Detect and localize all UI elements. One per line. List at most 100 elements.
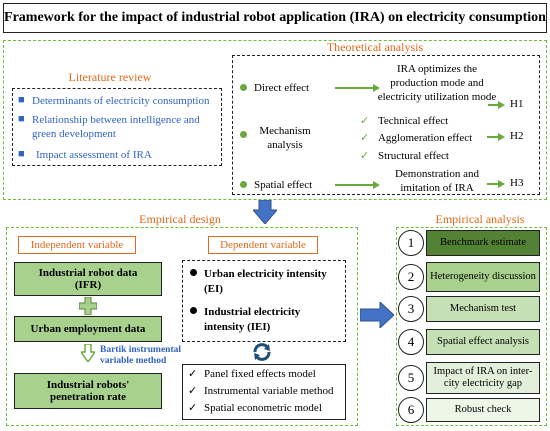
arrow-line	[335, 87, 375, 89]
dependent-variable-box	[182, 260, 346, 342]
hypothesis-h3: H3	[510, 177, 524, 189]
theoretical-label: Theoretical analysis	[326, 40, 424, 54]
arrow-line	[487, 183, 500, 185]
analysis-step: Spatial effect analysis	[426, 329, 540, 355]
theory-box	[232, 55, 540, 195]
direct-effect-result: IRA optimizes the production mode and el…	[376, 62, 498, 104]
model-item-text: Panel fixed effects model	[203, 368, 316, 380]
model-item-text: Instrumental variable method	[203, 385, 334, 397]
check-icon: ✓	[360, 150, 370, 162]
mechanism-label-line: Mechanism	[259, 125, 311, 137]
empirical-analysis-region	[396, 227, 547, 426]
arrow-head-icon	[498, 133, 505, 141]
model-item: ✓ Spatial econometric model	[188, 401, 322, 415]
check-icon: ✓	[360, 132, 370, 144]
item-line: (EI)	[204, 283, 223, 295]
result-line: production mode and	[390, 77, 484, 89]
bullet-dot-icon	[240, 84, 247, 91]
theory-region	[3, 40, 547, 200]
mechanism-label: Mechanism analysis	[250, 124, 320, 152]
dependent-variable-header: Dependent variable	[208, 236, 318, 254]
analysis-number: 3	[398, 296, 424, 322]
box-line: Industrial robots'	[46, 379, 130, 391]
bullet-dot-icon	[190, 269, 197, 276]
result-line: electricity utilization mode	[377, 91, 497, 103]
bullet-dot-icon	[190, 307, 197, 314]
empirical-design-region	[6, 227, 358, 426]
arrow-line	[488, 104, 500, 106]
direct-effect-label: Direct effect	[254, 82, 310, 94]
hypothesis-h2: H2	[510, 130, 524, 142]
mechanism-item-text: Agglomeration effect	[377, 132, 473, 144]
check-icon: ✓	[188, 402, 198, 414]
method-line: Bartik instrumental	[100, 345, 182, 355]
analysis-number: 2	[398, 264, 424, 290]
box-line: (IFR)	[74, 279, 102, 291]
bullet-icon: ■	[18, 94, 25, 106]
analysis-step: Impact of IRA on inter-city electricity …	[426, 362, 540, 394]
literature-label: Literature review	[68, 70, 152, 84]
model-item: ✓ Panel fixed effects model	[188, 367, 316, 381]
box-line: Industrial robot data	[38, 267, 138, 279]
box-line: penetration rate	[49, 391, 127, 403]
arrow-line	[335, 184, 375, 186]
method-line: variable method	[100, 356, 167, 366]
mechanism-item-text: Technical effect	[377, 115, 449, 127]
item-line: intensity (IEI)	[204, 321, 271, 333]
check-icon: ✓	[188, 385, 198, 397]
analysis-number: 1	[398, 230, 424, 256]
analysis-step: Heterogeneity discussion	[426, 262, 540, 292]
analysis-number: 5	[398, 365, 424, 391]
arrow-head-icon	[498, 180, 505, 188]
mechanism-item: ✓ Technical effect	[360, 114, 448, 128]
independent-variable-header: Independent variable	[18, 236, 136, 254]
arrow-head-icon	[498, 101, 505, 109]
mechanism-item: ✓ Agglomeration effect	[360, 131, 472, 145]
check-icon: ✓	[188, 368, 198, 380]
result-line: imitation of IRA	[400, 182, 474, 194]
robot-data-box: Industrial robot data (IFR)	[14, 262, 162, 296]
right-arrow-icon	[360, 302, 394, 328]
down-arrow-icon	[253, 200, 277, 224]
check-icon: ✓	[360, 115, 370, 127]
analysis-number: 4	[398, 329, 424, 355]
spatial-effect-label: Spatial effect	[254, 179, 313, 191]
dependent-item-text: Urban electricity intensity (EI)	[204, 267, 327, 297]
plus-icon	[79, 297, 97, 315]
down-arrow-icon	[81, 344, 95, 362]
item-line: Industrial electricity	[204, 306, 301, 318]
empirical-design-label: Empirical design	[139, 212, 221, 226]
models-box	[182, 364, 346, 420]
analysis-step: Mechanism test	[426, 296, 540, 322]
arrow-line	[487, 136, 500, 138]
bullet-icon: ■	[18, 113, 25, 125]
hypothesis-h1: H1	[510, 98, 524, 110]
model-item: ✓ Instrumental variable method	[188, 384, 333, 398]
item-line: Urban electricity intensity	[204, 268, 327, 280]
penetration-rate-box: Industrial robots' penetration rate	[14, 373, 162, 409]
arrow-head-icon	[373, 181, 380, 189]
empirical-analysis-label: Empirical analysis	[435, 212, 525, 226]
bullet-icon: ■	[18, 148, 25, 160]
mechanism-label-line: analysis	[267, 139, 303, 151]
model-item-text: Spatial econometric model	[203, 402, 322, 414]
result-line: IRA optimizes the	[396, 63, 478, 75]
bullet-dot-icon	[240, 131, 247, 138]
analysis-number: 6	[398, 397, 424, 423]
dependent-item-text: Industrial electricity intensity (IEI)	[204, 305, 300, 335]
literature-item-text: Determinants of electricity consumption	[32, 95, 210, 107]
figure-title: Framework for the impact of industrial r…	[3, 3, 547, 33]
bullet-dot-icon	[240, 181, 247, 188]
result-line: Demonstration and	[394, 168, 479, 180]
bartik-method-label: Bartik instrumental variable method	[100, 345, 181, 367]
literature-item-text: Impact assessment of IRA	[36, 149, 152, 161]
spatial-effect-result: Demonstration and imitation of IRA	[382, 167, 492, 195]
literature-item-text: Relationship between intelligence and gr…	[32, 114, 200, 140]
analysis-step: Benchmark estimate	[426, 230, 540, 256]
arrow-head-icon	[373, 84, 380, 92]
circular-arrows-icon	[253, 343, 271, 361]
literature-box	[12, 88, 222, 166]
mechanism-item: ✓ Structural effect	[360, 149, 449, 163]
analysis-step: Robust check	[426, 398, 540, 422]
employment-data-box: Urban employment data	[14, 316, 162, 342]
